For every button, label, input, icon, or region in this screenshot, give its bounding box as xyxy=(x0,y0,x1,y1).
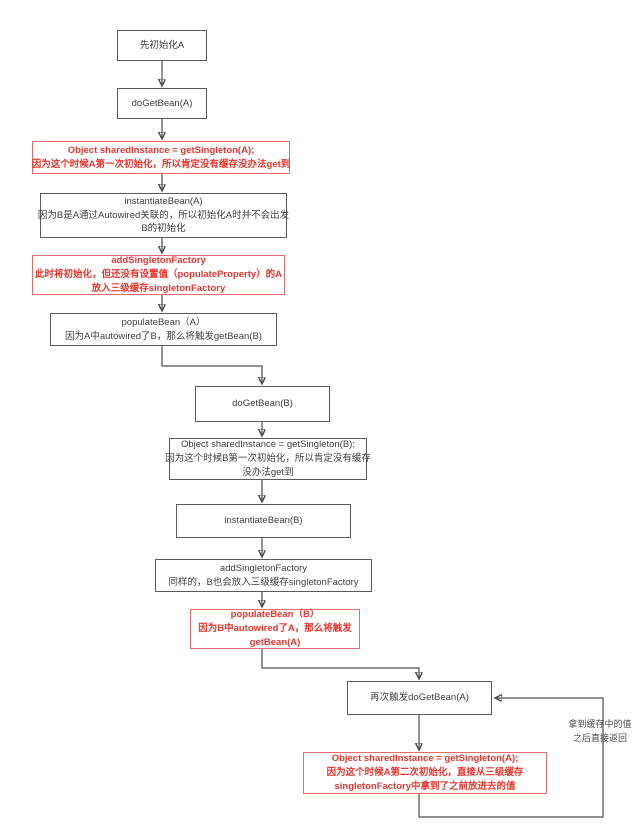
edge-populate-a-to-dogetbean-b xyxy=(161,346,262,384)
node-retrigger-dogetbean-a-line-0: 再次触发doGetBean(A) xyxy=(370,692,469,704)
node-getsingleton-a-first-line-0: Object sharedInstance = getSingleton(A); xyxy=(67,144,255,156)
node-instantiatebean-a-line-0: instantiateBean(A) xyxy=(124,195,203,207)
node-dogetbean-a-line-0: doGetBean(A) xyxy=(131,97,193,109)
node-instantiatebean-a-line-1: 因为B是A通过Autowired关联的，所以初始化A时并不会出发 xyxy=(37,209,290,221)
node-dogetbean-b[interactable]: doGetBean(B) xyxy=(195,386,330,422)
node-dogetbean-b-line-0: doGetBean(B) xyxy=(232,398,293,410)
node-getsingleton-b-line-1: 因为这个时候B第一次初始化，所以肯定没有缓存 xyxy=(165,453,371,465)
node-populatebean-b-line-2: getBean(A) xyxy=(249,636,301,648)
label-return-from-cache: 拿到缓存中的值之后直接返回 xyxy=(568,719,632,743)
node-populatebean-b-line-0: populateBean（B） xyxy=(230,609,320,621)
node-dogetbean-a[interactable]: doGetBean(A) xyxy=(117,88,207,119)
node-addsingletonfactory-a-line-2: 放入三级缓存singletonFactory xyxy=(91,282,226,294)
node-addsingletonfactory-b-line-1: 同样的，B也会放入三级缓存singletonFactory xyxy=(168,576,359,588)
node-populatebean-a[interactable]: populateBean（A） 因为A中autowired了B，那么将触发get… xyxy=(50,313,277,346)
node-addsingletonfactory-b[interactable]: addSingletonFactory 同样的，B也会放入三级缓存singlet… xyxy=(155,559,372,592)
node-init-a[interactable]: 先初始化A xyxy=(117,30,207,61)
node-getsingleton-a-second-line-1: 因为这个时候A第二次初始化，直接从三级缓存 xyxy=(326,767,524,779)
node-addsingletonfactory-a-line-0: addSingletonFactory xyxy=(111,255,206,267)
node-getsingleton-b[interactable]: Object sharedInstance = getSingleton(B);… xyxy=(165,438,371,480)
node-instantiatebean-a-line-2: B的初始化 xyxy=(141,223,186,235)
node-populatebean-b-line-1: 因为B中autowired了A，那么将触发 xyxy=(198,623,352,635)
node-getsingleton-a-first[interactable]: Object sharedInstance = getSingleton(A);… xyxy=(32,141,290,174)
node-instantiatebean-b-line-0: instantiateBean(B) xyxy=(224,515,303,527)
node-getsingleton-a-second-line-0: Object sharedInstance = getSingleton(A); xyxy=(331,753,519,765)
node-populatebean-a-line-0: populateBean（A） xyxy=(121,316,206,328)
node-getsingleton-a-second-line-2: singletonFactory中拿到了之前放进去的值 xyxy=(334,780,516,792)
node-instantiatebean-a[interactable]: instantiateBean(A) 因为B是A通过Autowired关联的，所… xyxy=(37,193,290,238)
node-getsingleton-a-second[interactable]: Object sharedInstance = getSingleton(A);… xyxy=(303,752,547,794)
node-getsingleton-b-line-2: 没办法get到 xyxy=(242,466,294,478)
node-getsingleton-a-first-line-1: 因为这个时候A第一次初始化，所以肯定没有缓存没办法get到 xyxy=(31,158,291,170)
node-getsingleton-b-line-0: Object sharedInstance = getSingleton(B); xyxy=(180,439,355,451)
node-addsingletonfactory-a-line-1: 此时将初始化，但还没有设置值（populateProperty）的A xyxy=(35,269,283,281)
edge-populate-b-to-dogetbean-a2 xyxy=(261,649,419,679)
node-populatebean-a-line-1: 因为A中autowired了B，那么将触发getBean(B) xyxy=(65,330,262,342)
node-populatebean-b[interactable]: populateBean（B） 因为B中autowired了A，那么将触发 ge… xyxy=(190,609,360,649)
node-instantiatebean-b[interactable]: instantiateBean(B) xyxy=(176,504,351,538)
node-addsingletonfactory-b-line-0: addSingletonFactory xyxy=(219,562,308,574)
node-retrigger-dogetbean-a[interactable]: 再次触发doGetBean(A) xyxy=(347,681,492,715)
node-addsingletonfactory-a[interactable]: addSingletonFactory 此时将初始化，但还没有设置值（popul… xyxy=(32,255,285,295)
node-init-a-line-0: 先初始化A xyxy=(139,39,185,51)
